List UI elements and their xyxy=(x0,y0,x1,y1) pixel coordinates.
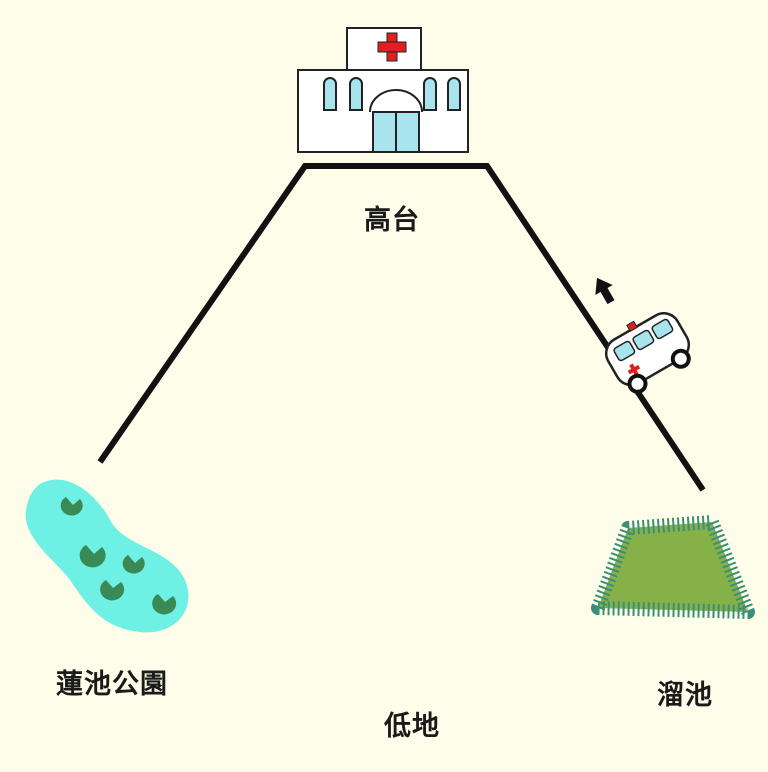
grass-pond-icon xyxy=(591,515,755,619)
red-cross-icon xyxy=(377,32,407,62)
label-pond: 溜池 xyxy=(657,680,713,711)
lily-pads xyxy=(60,497,177,615)
ambulance-icon xyxy=(604,312,691,394)
ambulance-cross-icon xyxy=(627,363,641,376)
label-lowland: 低地 xyxy=(384,711,440,742)
label-lotus-park: 蓮池公園 xyxy=(56,669,168,700)
hospital-icon xyxy=(297,27,469,153)
arrow-up-icon xyxy=(595,277,615,305)
hospital-windows xyxy=(323,77,461,111)
lotus-pond-icon xyxy=(25,479,189,633)
terrain-outline xyxy=(97,163,706,492)
label-highland: 高台 xyxy=(364,205,420,236)
